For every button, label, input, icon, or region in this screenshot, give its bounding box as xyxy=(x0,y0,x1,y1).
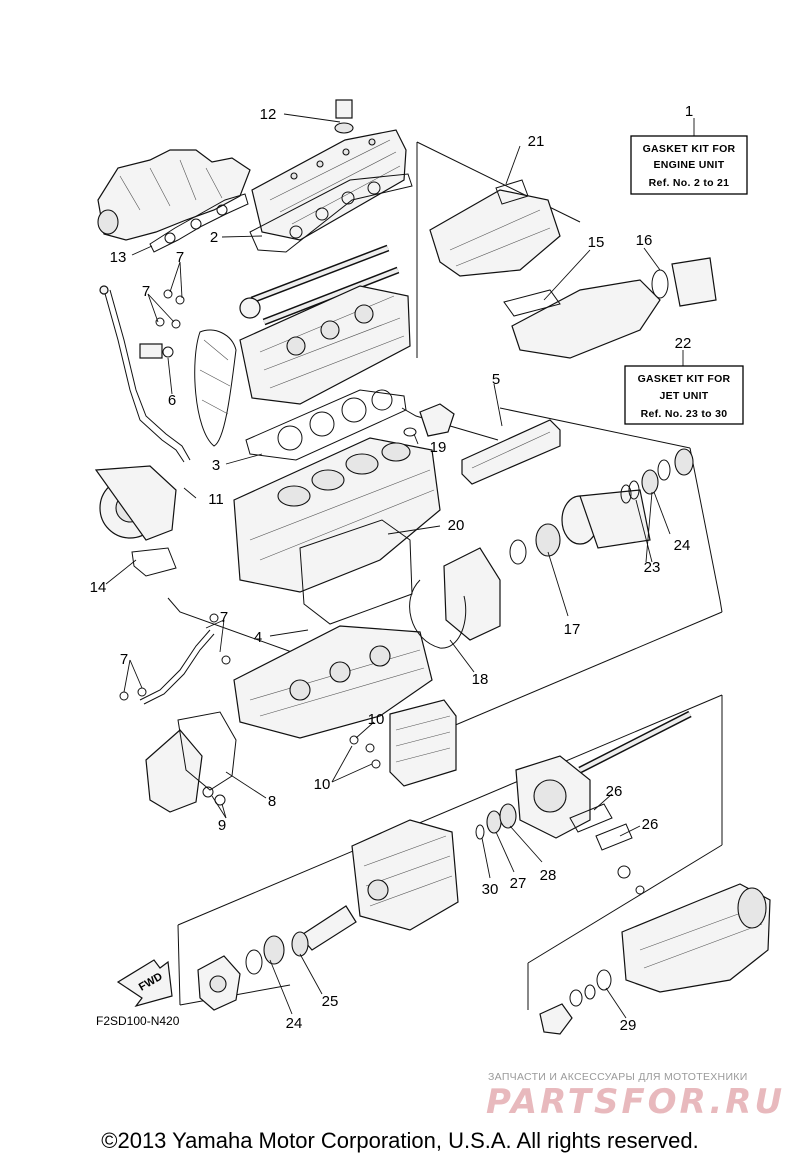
callout-30: 30 xyxy=(482,881,499,898)
callout-10a: 10 xyxy=(368,711,385,728)
callout-18: 18 xyxy=(472,671,489,688)
kit-jet-line3: Ref. No. 23 to 30 xyxy=(641,408,728,420)
callout-7b: 7 xyxy=(142,283,150,300)
kit-jet-line2: JET UNIT xyxy=(659,390,708,402)
valve-cover xyxy=(251,129,407,241)
gaskets-26 xyxy=(569,803,645,895)
callout-15: 15 xyxy=(588,234,605,251)
kit-engine-line3: Ref. No. 2 to 21 xyxy=(649,177,730,189)
drive-shaft xyxy=(578,710,692,774)
exhaust-manifold xyxy=(97,149,251,241)
watermark-tagline: ЗАПЧАСТИ И АКСЕССУАРЫ ДЛЯ МОТОТЕХНИКИ xyxy=(488,1071,748,1083)
callout-24b: 24 xyxy=(286,1015,303,1032)
callout-12: 12 xyxy=(260,106,277,123)
oil-hose xyxy=(119,613,231,705)
callout-5: 5 xyxy=(492,371,500,388)
callout-23: 23 xyxy=(644,559,661,576)
leader-lines xyxy=(105,113,671,1019)
oil-cap-12 xyxy=(334,99,354,134)
gasket-5 xyxy=(461,419,561,485)
callout-3: 3 xyxy=(212,457,220,474)
group-outline-lines xyxy=(167,141,723,1010)
callout-11: 11 xyxy=(208,491,224,508)
dipstick-tube xyxy=(99,285,191,463)
electrical-box xyxy=(349,699,457,787)
callout-numbers: 1 22 12 2 13 21 15 16 7 7 6 5 19 3 11 20… xyxy=(90,103,694,1034)
front-coupler xyxy=(197,955,241,1011)
callout-4: 4 xyxy=(254,629,262,646)
kit-jet-line1: GASKET KIT FOR xyxy=(638,373,731,385)
diagram-code: F2SD100-N420 xyxy=(96,1014,180,1028)
callout-26a: 26 xyxy=(606,783,623,800)
callout-8: 8 xyxy=(268,793,276,810)
callout-26b: 26 xyxy=(642,816,659,833)
callout-2: 2 xyxy=(210,229,218,246)
callout-22: 22 xyxy=(675,335,692,352)
kit-box-engine: GASKET KIT FOR ENGINE UNIT Ref. No. 2 to… xyxy=(630,118,748,195)
seals-23-24 xyxy=(620,448,694,504)
gasket-13 xyxy=(149,193,249,253)
callout-14: 14 xyxy=(90,579,107,596)
cylinder-head xyxy=(239,285,411,405)
bearing-cap xyxy=(539,1003,573,1035)
callout-25: 25 xyxy=(322,993,339,1010)
intermediate-housing xyxy=(351,819,459,931)
callout-24a: 24 xyxy=(674,537,691,554)
cylinder-block xyxy=(233,437,441,593)
head-gasket-3 xyxy=(245,389,407,461)
callout-20: 20 xyxy=(448,517,465,534)
camshafts xyxy=(239,244,400,326)
callout-6: 6 xyxy=(168,392,176,409)
callout-13: 13 xyxy=(110,249,127,266)
exhaust-pipe-21 xyxy=(429,179,561,277)
callout-27: 27 xyxy=(510,875,527,892)
callout-17: 17 xyxy=(564,621,581,638)
fwd-arrow: FWD xyxy=(116,959,173,1008)
callout-21: 21 xyxy=(528,133,545,150)
turbo-gasket-14 xyxy=(131,547,177,577)
water-pump-cover xyxy=(145,711,237,813)
callout-29: 29 xyxy=(620,1017,637,1034)
o-ring-29 xyxy=(569,969,612,1007)
callout-16: 16 xyxy=(636,232,653,249)
copyright-notice: ©2013 Yamaha Motor Corporation, U.S.A. A… xyxy=(101,1128,699,1153)
callout-1: 1 xyxy=(685,103,693,120)
kit-box-jet: GASKET KIT FOR JET UNIT Ref. No. 23 to 3… xyxy=(624,350,744,425)
callout-19: 19 xyxy=(430,439,447,456)
jet-nozzle xyxy=(621,883,771,993)
timing-chain xyxy=(194,329,237,447)
callout-9: 9 xyxy=(218,817,226,834)
jet-housing xyxy=(515,755,591,839)
seals-27-28-30 xyxy=(475,803,517,840)
magneto-cover xyxy=(409,547,501,649)
joint-16 xyxy=(651,257,717,307)
sensor-fittings-7 xyxy=(139,289,185,359)
watermark-logo: PARTSFOR.RU xyxy=(486,1082,786,1122)
drive-housing-17 xyxy=(509,489,651,565)
kit-engine-line1: GASKET KIT FOR xyxy=(643,143,736,155)
kit-engine-line2: ENGINE UNIT xyxy=(654,159,725,171)
thermostat-19 xyxy=(403,403,455,437)
callout-28: 28 xyxy=(540,867,557,884)
callout-7a: 7 xyxy=(176,249,184,266)
muffler-15 xyxy=(503,279,661,359)
cover-gasket-2 xyxy=(249,173,413,253)
callout-10b: 10 xyxy=(314,776,331,793)
crankcase xyxy=(233,625,433,739)
coupler-shaft xyxy=(245,905,357,975)
turbocharger xyxy=(94,465,177,541)
callout-7c: 7 xyxy=(220,609,228,626)
callout-7d: 7 xyxy=(120,651,128,668)
